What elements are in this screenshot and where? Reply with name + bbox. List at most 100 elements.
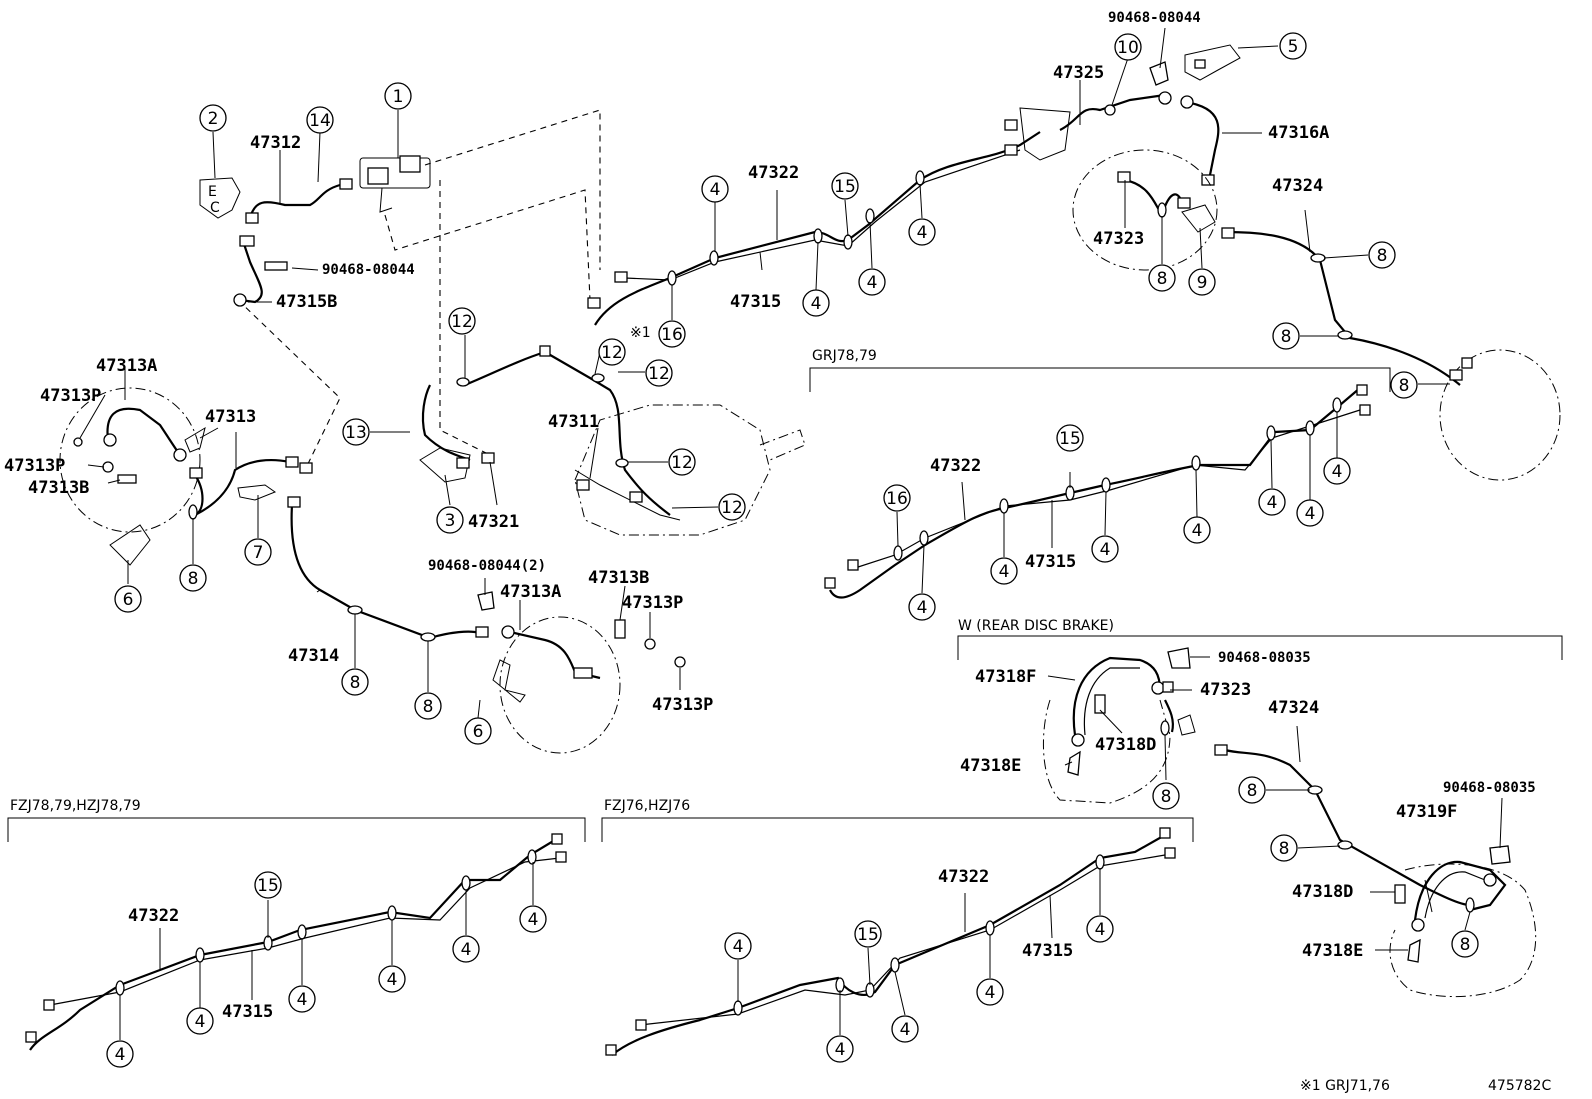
- svg-text:4: 4: [917, 223, 928, 243]
- part-label: 47324: [1268, 698, 1319, 718]
- section-label-fzj76: FZJ76,HZJ76: [604, 798, 690, 814]
- callout-1: 1: [384, 82, 412, 110]
- part-label: 90468-08044: [1108, 10, 1201, 26]
- part-label: 47319F: [1396, 802, 1457, 822]
- callout-4: 4: [908, 593, 936, 621]
- callout-15: 15: [854, 920, 882, 948]
- part-label: 47323: [1200, 680, 1251, 700]
- svg-text:6: 6: [473, 722, 484, 742]
- tube-47322-fzj76: [611, 834, 1166, 1056]
- part-label: 47318E: [960, 756, 1021, 776]
- part-label: 47313A: [500, 582, 561, 602]
- callout-8: 8: [1390, 371, 1418, 399]
- svg-text:12: 12: [648, 364, 670, 384]
- fzj78-section-bracket: [7, 817, 586, 842]
- callout-4: 4: [826, 1035, 854, 1063]
- part-label: 47313A: [96, 356, 157, 376]
- section-label-fzj78: FZJ78,79,HZJ78,79: [10, 798, 141, 814]
- booster-assembly: [574, 404, 806, 536]
- junction-47321: [419, 447, 495, 483]
- part-label: 47313B: [588, 568, 649, 588]
- svg-text:4: 4: [115, 1045, 126, 1065]
- svg-text:8: 8: [1460, 935, 1471, 955]
- callout-4: 4: [452, 935, 480, 963]
- bracket-part-2: E C: [199, 177, 241, 219]
- callout-8: 8: [179, 564, 207, 592]
- part-label: 47313P: [622, 593, 683, 613]
- svg-text:5: 5: [1288, 37, 1299, 57]
- callout-4: 4: [106, 1040, 134, 1068]
- svg-text:8: 8: [1281, 327, 1292, 347]
- svg-text:8: 8: [423, 697, 434, 717]
- svg-text:16: 16: [886, 489, 908, 509]
- callout-4: 4: [908, 218, 936, 246]
- part-label: 47313B: [28, 478, 89, 498]
- part-label: 47314: [288, 646, 339, 666]
- clip-90468-08035-a: [1167, 647, 1191, 669]
- callout-4: 4: [976, 978, 1004, 1006]
- callout-8: 8: [1148, 264, 1176, 292]
- callout-12: 12: [448, 307, 476, 335]
- part-label: 47315B: [276, 292, 337, 312]
- part-label: 47315: [730, 292, 781, 312]
- hose-47316A: [1184, 100, 1220, 186]
- callout-6: 6: [114, 585, 142, 613]
- callout-12: 12: [645, 359, 673, 387]
- part-label: 47325: [1053, 63, 1104, 83]
- callout-12: 12: [668, 448, 696, 476]
- svg-text:4: 4: [1305, 504, 1316, 524]
- callout-15: 15: [254, 871, 282, 899]
- svg-text:1: 1: [393, 87, 404, 107]
- svg-text:4: 4: [867, 273, 878, 293]
- svg-text:8: 8: [188, 569, 199, 589]
- svg-text:4: 4: [387, 970, 398, 990]
- svg-text:12: 12: [671, 453, 693, 473]
- leader-lines: [79, 27, 1503, 1040]
- svg-text:4: 4: [297, 990, 308, 1010]
- svg-text:8: 8: [1161, 787, 1172, 807]
- clip-90468-08035-b: [1489, 845, 1511, 865]
- part-label: 47318F: [975, 667, 1036, 687]
- callout-4: 4: [1258, 488, 1286, 516]
- callout-4: 4: [1091, 535, 1119, 563]
- svg-text:8: 8: [1399, 376, 1410, 396]
- svg-text:4: 4: [835, 1040, 846, 1060]
- callout-10: 10: [1114, 33, 1142, 61]
- part-label: 90468-08035: [1218, 650, 1311, 666]
- svg-text:15: 15: [257, 876, 279, 896]
- callout-2: 2: [199, 104, 227, 132]
- hose-47313A-left: [106, 407, 181, 456]
- callout-8: 8: [1368, 241, 1396, 269]
- part-label: 47322: [748, 163, 799, 183]
- svg-text:8: 8: [1157, 269, 1168, 289]
- svg-text:12: 12: [451, 312, 473, 332]
- callout-4: 4: [186, 1007, 214, 1035]
- callout-4: 4: [1183, 516, 1211, 544]
- svg-text:10: 10: [1117, 38, 1139, 58]
- part-label: 47318E: [1302, 941, 1363, 961]
- svg-text:8: 8: [350, 673, 361, 693]
- part-label: 47316A: [1268, 123, 1329, 143]
- tube-47324-main: [1224, 230, 1461, 386]
- svg-text:4: 4: [1267, 493, 1278, 513]
- svg-text:9: 9: [1197, 273, 1208, 293]
- svg-text:E: E: [208, 184, 217, 200]
- tube-47312: [248, 183, 341, 219]
- callout-4: 4: [701, 175, 729, 203]
- callout-4: 4: [724, 932, 752, 960]
- part-label: 47313P: [40, 386, 101, 406]
- part-label: 47315: [1025, 552, 1076, 572]
- hose-47319F: [1413, 860, 1507, 921]
- callout-8: 8: [1272, 322, 1300, 350]
- callout-8: 8: [1152, 782, 1180, 810]
- section-label-rear-disc: W (REAR DISC BRAKE): [958, 618, 1114, 634]
- callout-4: 4: [378, 965, 406, 993]
- svg-text:15: 15: [857, 925, 879, 945]
- clip-90468-top: [1149, 61, 1169, 86]
- svg-text:4: 4: [1332, 462, 1343, 482]
- figure-id: 475782C: [1488, 1078, 1551, 1094]
- svg-text:12: 12: [721, 498, 743, 518]
- callout-8: 8: [341, 668, 369, 696]
- svg-text:4: 4: [999, 562, 1010, 582]
